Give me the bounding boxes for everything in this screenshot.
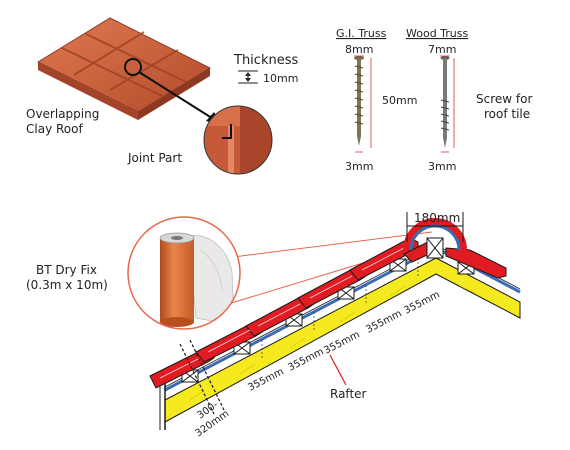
wood-truss-title: Wood Truss [406,27,468,40]
clay-roof-label: Clay Roof [26,122,83,136]
thickness-value: 10mm [263,72,298,85]
callout-line-upper [224,231,433,259]
overlapping-label: Overlapping [26,107,99,121]
screw-dimension-lines [354,55,455,153]
screw-description-line2: roof tile [484,107,530,121]
wood-tip-size: 3mm [428,160,456,173]
rafter-label: Rafter [330,387,367,401]
spacing-label: 355mm [402,289,441,316]
ridge-dimension [406,212,464,242]
break-lines [179,339,225,415]
product-size: (0.3m x 10m) [26,278,108,292]
screw-description-line1: Screw for [476,92,532,106]
gi-screw [354,56,364,146]
spacing-labels: 355mm 355mm 355mm 355mm 355mm 300- 320mm [193,289,441,439]
wood-head-size: 7mm [428,43,456,56]
spacing-label: 355mm [322,329,361,356]
spacing-label: 355mm [364,308,403,335]
screw-length: 50mm [382,94,417,107]
rafter-pointer [329,354,347,386]
joint-closeup [203,105,273,175]
joint-part-label: Joint Part [127,151,182,165]
joint-pointer-line [138,71,216,121]
gi-head-size: 8mm [345,43,373,56]
gi-truss-title: G.I. Truss [336,27,387,40]
clay-roof-tile [36,17,212,120]
wood-screw [440,56,450,148]
roof-section: 180mm [149,211,521,430]
joint-marker-circle [124,58,142,76]
dry-fix-roll [127,216,241,330]
gi-tip-size: 3mm [345,160,373,173]
roof-tiles [149,237,507,389]
ridge-width: 180mm [414,211,460,225]
ridge-cap [403,218,467,259]
thickness-title: Thickness [233,53,298,68]
product-name: BT Dry Fix [36,263,97,277]
